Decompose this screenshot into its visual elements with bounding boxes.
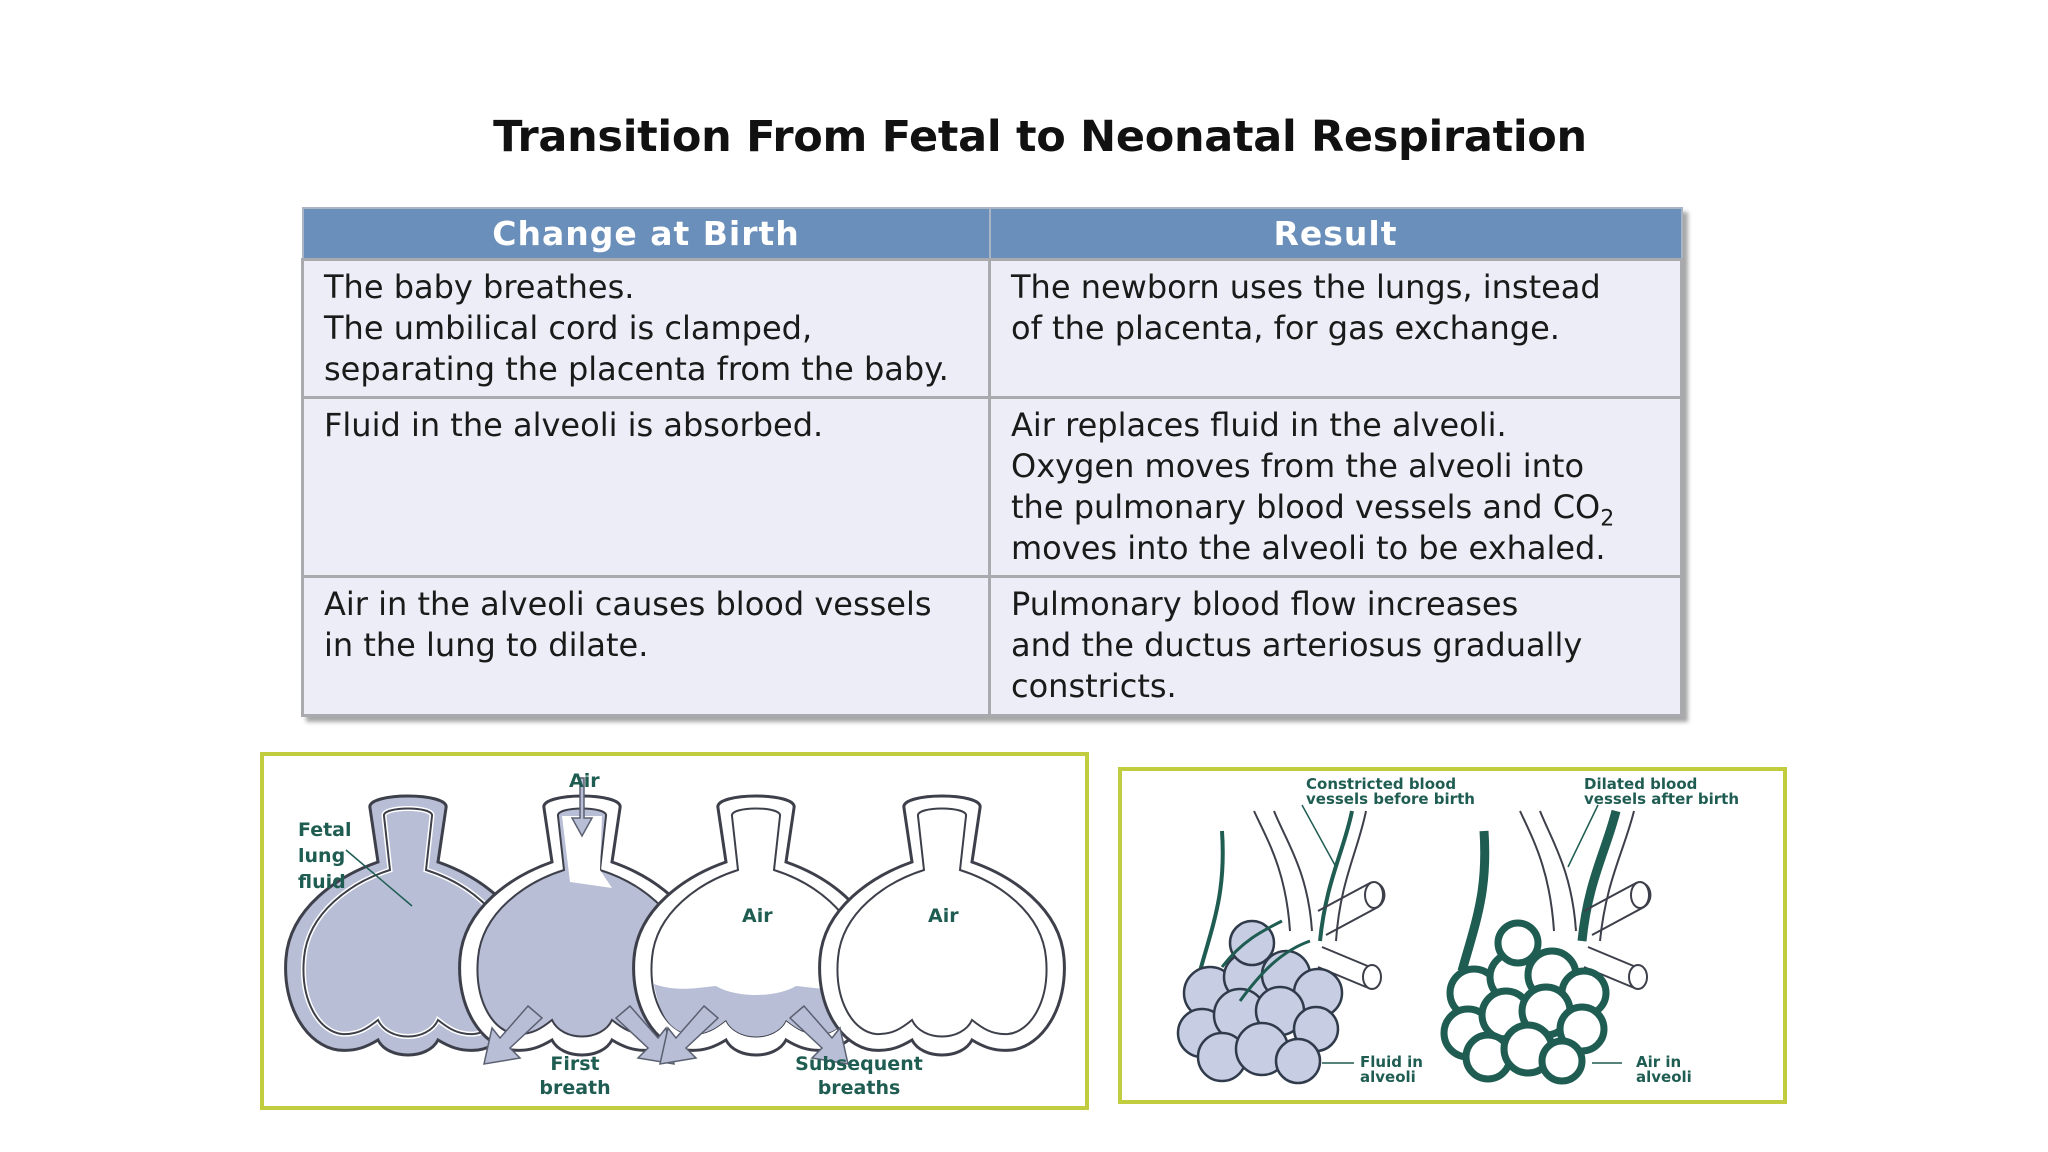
slide-title: Transition From Fetal to Neonatal Respir… [493,112,1587,162]
alveoli-diagram: Fetal lung fluid Air Air Air First breat… [284,770,1066,1099]
table-header-row: Change at Birth Result [301,207,1683,261]
table-row: Fluid in the alveoli is absorbed. Air re… [301,396,1683,578]
alveolus-full-air [818,794,1066,1057]
constricted-label: Constricted blood [1306,775,1456,793]
constricted-label: vessels before birth [1306,790,1475,808]
result-line: moves into the alveoli to be exhaled. [1011,529,1606,567]
result-cell: Pulmonary blood flow increases and the d… [988,575,1683,717]
air-label-3: Air [742,905,773,927]
change-cell: Air in the alveoli causes blood vessels … [301,575,991,717]
subsequent-breaths-label: breaths [818,1077,901,1099]
change-cell: The baby breathes. The umbilical cord is… [301,258,991,399]
arrow-icon [788,1004,849,1065]
result-line: Oxygen moves from the alveoli into [1011,447,1585,485]
change-cell: Fluid in the alveoli is absorbed. [301,396,991,578]
vessels-diagram: Constricted blood vessels before birth D… [1176,775,1739,1086]
alveoli-air-figure: Fetal lung fluid Air Air Air First breat… [260,752,1089,1110]
fluid-in-alveoli-label: alveoli [1360,1068,1416,1086]
fluid-outflow-arrows [483,1004,849,1065]
co2-subscript: 2 [1600,506,1615,532]
dilated-label: Dilated blood [1584,775,1697,793]
result-cell: The newborn uses the lungs, instead of t… [988,258,1683,399]
air-in-alveoli-label: Air in [1636,1053,1681,1071]
first-breath-label: breath [539,1077,610,1099]
column-header-result: Result [988,207,1683,261]
air-in-alveoli-label: alveoli [1636,1068,1692,1086]
result-cell: Air replaces fluid in the alveoli.Oxygen… [988,396,1683,578]
fetal-label-line: Fetal [298,819,352,841]
fetal-label-line: lung [298,845,345,867]
arrow-icon [614,1004,675,1065]
dilated-label: vessels after birth [1584,790,1739,808]
result-line: Air replaces fluid in the alveoli. [1011,406,1507,444]
first-breath-label: First [550,1053,599,1075]
result-line: the pulmonary blood vessels and CO [1011,488,1601,526]
table-row: The baby breathes. The umbilical cord is… [301,258,1683,399]
arrow-icon [483,1004,544,1065]
fluid-in-alveoli-label: Fluid in [1360,1053,1423,1071]
subsequent-breaths-label: Subsequent [795,1053,923,1075]
table-row: Air in the alveoli causes blood vessels … [301,575,1683,717]
constricted-vessels-cluster [1176,810,1386,1085]
down-arrow-icon [570,777,594,838]
blood-vessels-figure: Constricted blood vessels before birth D… [1118,767,1787,1104]
dilated-vessels-cluster [1440,809,1652,1085]
arrow-icon [659,1004,720,1065]
column-header-change: Change at Birth [301,207,991,261]
air-label-4: Air [928,905,959,927]
air-top-label: Air [569,770,600,792]
transition-table: Change at Birth Result The baby breathes… [301,207,1683,717]
fetal-label-line: fluid [298,871,346,893]
